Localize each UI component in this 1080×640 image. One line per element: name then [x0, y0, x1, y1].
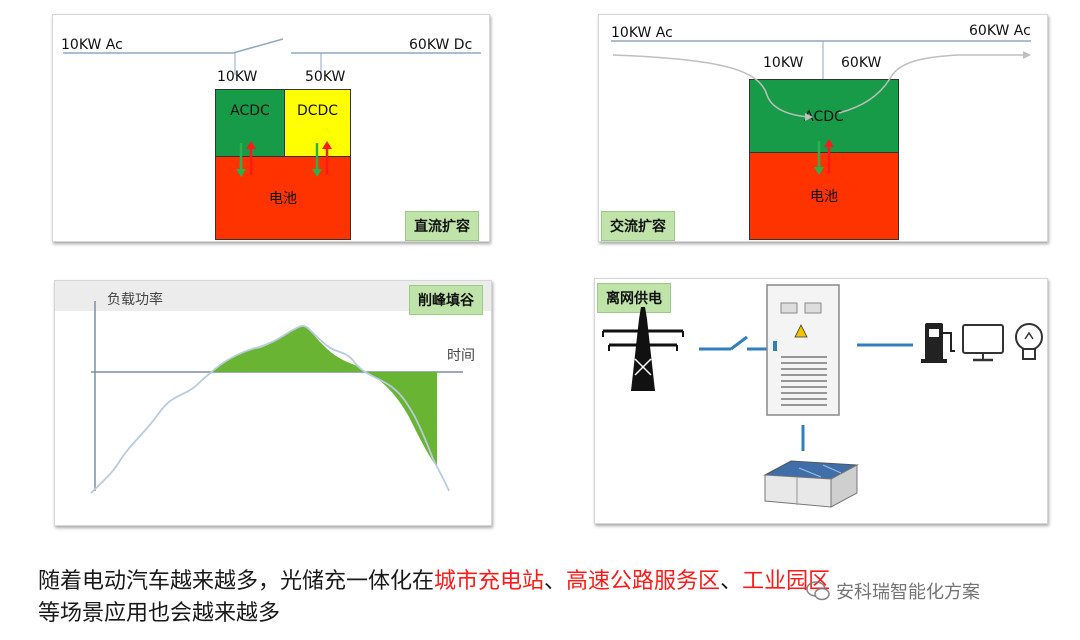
caption-highlight-highway: 高速公路服务区	[566, 569, 721, 594]
panel-offgrid: 离网供电	[594, 278, 1048, 524]
monitor-icon	[962, 324, 1004, 362]
dc-left-label: 10KW Ac	[61, 37, 123, 53]
switch-icon	[699, 335, 767, 351]
power-tower-icon	[602, 307, 684, 391]
panel-peak-shaving: 负载功率 时间 削峰填谷	[54, 280, 492, 526]
ac-right-label: 60KW Ac	[969, 23, 1031, 39]
caption: 随着电动汽车越来越多，光储充一体化在城市充电站、高速公路服务区、工业园区 等场景…	[38, 566, 830, 630]
dc-dcdc-block: DCDC	[284, 89, 351, 157]
dc-left-kw: 10KW	[217, 69, 258, 85]
ac-battery-block: 电池	[749, 152, 899, 240]
dc-expansion-tag: 直流扩容	[405, 211, 479, 241]
ac-acdc-label: ACDC	[804, 109, 844, 125]
battery-pack-icon	[763, 460, 859, 508]
dc-battery-label: 电池	[269, 191, 297, 207]
watermark-text: 安科瑞智能化方案	[836, 582, 980, 603]
ac-battery-label: 电池	[810, 189, 838, 205]
fuel-pump-icon	[921, 323, 955, 363]
offgrid-diagram	[602, 284, 1043, 508]
cabinet-icon	[766, 284, 840, 416]
dc-dcdc-label: DCDC	[296, 103, 339, 119]
peak-y-label: 负载功率	[107, 292, 163, 308]
watermark: 安科瑞智能化方案	[806, 578, 980, 604]
caption-sep-2: 、	[720, 569, 743, 594]
ac-acdc-block: ACDC	[749, 79, 899, 153]
peak-chart	[90, 301, 463, 494]
ac-left-kw: 10KW	[763, 55, 804, 71]
panel-ac-expansion: 10KW Ac 60KW Ac 10KW 60KW ACDC 电池 交流扩容	[598, 14, 1048, 242]
dc-acdc-block: ACDC	[215, 89, 285, 157]
caption-line-2: 等场景应用也会越来越多	[38, 601, 281, 626]
ac-right-kw: 60KW	[841, 55, 882, 71]
dc-right-label: 60KW Dc	[409, 37, 473, 53]
caption-sep-1: 、	[544, 569, 567, 594]
dc-battery-block: 电池	[215, 156, 351, 240]
ac-expansion-tag: 交流扩容	[601, 211, 675, 241]
caption-text-1: 随着电动汽车越来越多，光储充一体化在	[38, 569, 435, 594]
wechat-icon	[806, 581, 830, 601]
light-bulb-icon	[1015, 323, 1043, 360]
caption-line-1: 随着电动汽车越来越多，光储充一体化在城市充电站、高速公路服务区、工业园区	[38, 566, 830, 598]
peak-x-label: 时间	[447, 348, 475, 364]
offgrid-tag: 离网供电	[597, 283, 671, 313]
dc-right-kw: 50KW	[305, 69, 346, 85]
peak-shaving-tag: 削峰填谷	[409, 285, 483, 315]
dc-acdc-label: ACDC	[230, 103, 270, 119]
ac-left-label: 10KW Ac	[611, 25, 673, 41]
caption-highlight-city-station: 城市充电站	[434, 569, 545, 594]
panel-dc-expansion: 10KW Ac 60KW Dc 10KW 50KW ACDC DCDC 电池 直…	[52, 14, 490, 242]
